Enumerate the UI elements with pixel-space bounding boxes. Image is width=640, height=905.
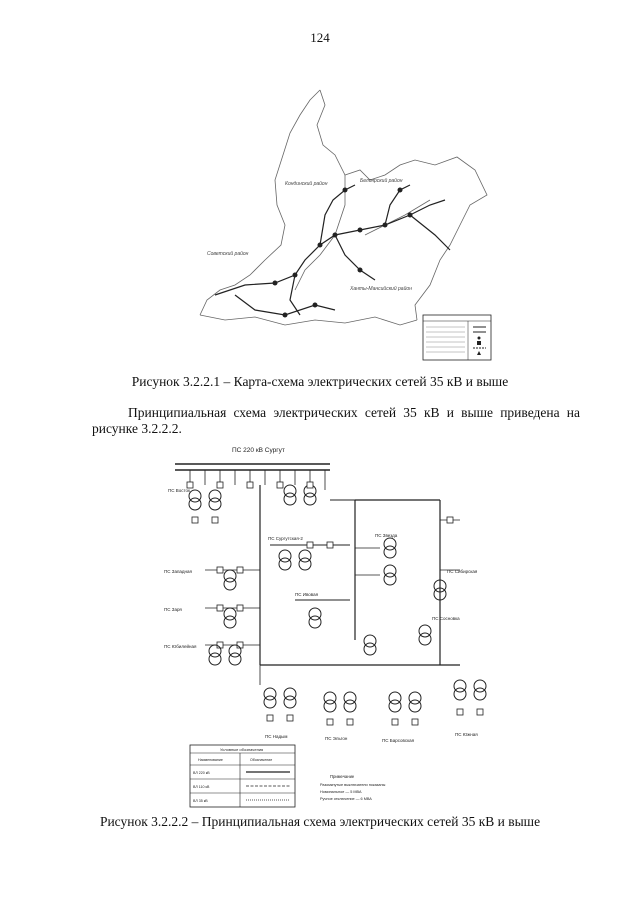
map-label: Кондинский район [285, 180, 328, 187]
map-label: Ханты-Мансийский район [349, 285, 412, 292]
figure-2-caption: Рисунок 3.2.2.2 – Принципиальная схема э… [99, 814, 541, 829]
notes-line: Ручное отключение — 6 МВА [320, 797, 372, 801]
substation-sosnovka: ПС Сосновка [418, 616, 460, 646]
substation-label: ПС Сибирская [447, 569, 478, 574]
substation-label: ПС Западная [164, 569, 193, 574]
region-boundary [199, 89, 321, 316]
schematic-figure: ПС 220 кВ Сургут ПС Восток ПС Западная П… [164, 447, 487, 808]
substation-label: ПС Сургутская-2 [268, 536, 303, 541]
substation-label: ПС Звезда [375, 533, 398, 538]
substation-label: ПС Ивовая [295, 592, 319, 597]
power-line [334, 234, 376, 281]
power-line [214, 199, 446, 296]
substation-right-top: ПС Звезда [355, 533, 398, 586]
power-line [234, 294, 336, 316]
figure-1-caption: Рисунок 3.2.2.1 – Карта-схема электричес… [131, 374, 509, 389]
region-boundary [199, 314, 418, 326]
map-figure: Кондинский район Белоярский район Советс… [199, 89, 492, 361]
legend-row: ВЛ 220 кВ [193, 771, 210, 775]
substation-label: ПС Юбилейная [164, 643, 197, 649]
substation-zarya: ПС Заря [164, 604, 260, 629]
substation-nadym: ПС Надым [259, 665, 297, 739]
substation-label: ПС Барсовская [382, 738, 415, 743]
substation-center: ПС Сургутская-2 [268, 536, 350, 571]
region-boundary [316, 89, 488, 321]
substation-yubileynaya: ПС Юбилейная [164, 641, 260, 666]
legend-row: ВЛ 35 кВ [193, 799, 208, 803]
body-paragraph: Принципиальная схема электрических сетей… [92, 405, 580, 436]
substation-label: ПС Южная [455, 732, 478, 737]
power-line [319, 184, 356, 246]
page-number: 124 [310, 30, 330, 45]
power-line [289, 274, 301, 316]
substation-label: ПС Заря [164, 607, 182, 612]
substation-west: ПС Западная [164, 566, 260, 591]
legend-header: Обозначение [250, 758, 272, 762]
region-boundary [294, 175, 346, 291]
main-bus-label: ПС 220 кВ Сургут [232, 447, 285, 454]
substation-label: ПС Надым [265, 734, 287, 739]
legend-header: Наименование [198, 758, 223, 762]
notes-title: Примечание [330, 774, 355, 779]
notes-line: Номинальное — 5 МВА [320, 790, 362, 794]
map-label: Белоярский район [360, 177, 403, 184]
region-boundary [364, 199, 431, 236]
map-legend [422, 314, 492, 361]
substation-siberian: ПС Сибирская [433, 569, 478, 601]
power-line [409, 214, 451, 251]
substation-east-top [440, 516, 460, 524]
substation-label: ПС Эльгон [325, 736, 348, 741]
substation-yuzhnaya: ПС Южная [453, 679, 487, 737]
legend-row: ВЛ 110 кВ [193, 785, 210, 789]
substation-label: ПС Сосновка [432, 616, 460, 621]
substation-barsovskaya: ПС Барсовская [382, 691, 422, 743]
notes-line: Разомкнутые выключатели показаны [320, 783, 386, 787]
map-label: Советский район [207, 250, 249, 257]
substation-label: ПС Восток [168, 488, 190, 493]
power-line [384, 184, 411, 226]
notes-block: Примечание Разомкнутые выключатели показ… [320, 774, 386, 801]
legend-table: Условные обозначения Наименование Обозна… [189, 744, 296, 808]
substation-elgon: ПС Эльгон [323, 691, 357, 741]
legend-title: Условные обозначения [220, 747, 263, 752]
substation-ivovaya: ПС Ивовая [295, 592, 350, 629]
